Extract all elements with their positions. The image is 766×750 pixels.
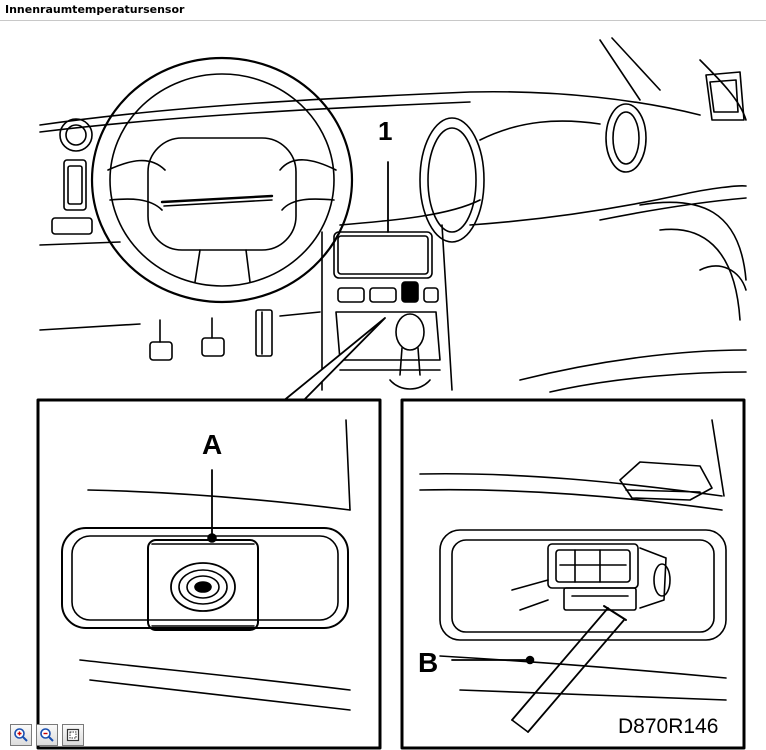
diagram-figure: 1 A xyxy=(0,20,766,750)
detail-b-panel xyxy=(400,398,746,750)
callout-a-label: A xyxy=(202,429,222,460)
dashboard-illustration xyxy=(39,37,747,393)
zoom-in-icon xyxy=(13,727,29,743)
callout-b-label: B xyxy=(418,647,438,678)
figure-code: D870R146 xyxy=(618,715,718,738)
page-title: Innenraumtemperatursensor xyxy=(5,3,185,16)
callout-1-label: 1 xyxy=(378,116,392,146)
zoom-in-button[interactable] xyxy=(10,724,32,746)
title-bar: Innenraumtemperatursensor xyxy=(0,0,766,21)
zoom-out-icon xyxy=(39,727,55,743)
detail-a-panel xyxy=(36,398,382,750)
fit-page-icon xyxy=(65,727,81,743)
fit-page-button[interactable] xyxy=(62,724,84,746)
zoom-out-button[interactable] xyxy=(36,724,58,746)
zoom-toolbar xyxy=(10,724,84,750)
